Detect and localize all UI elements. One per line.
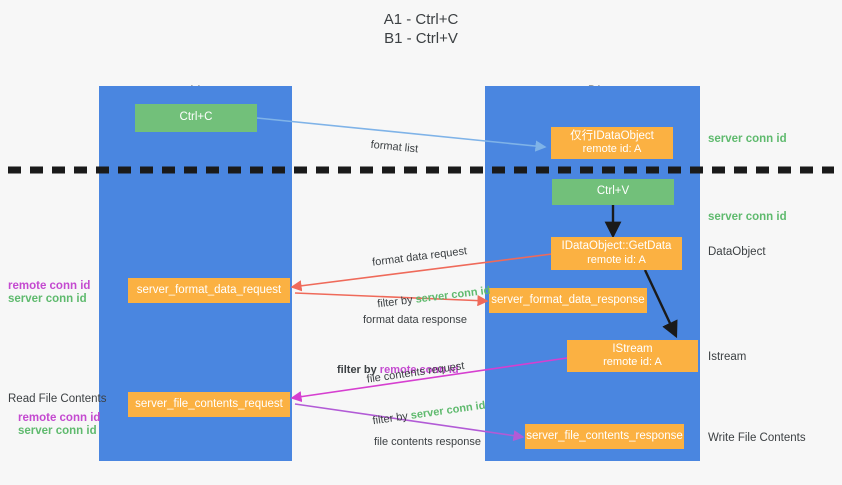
filter-prefix: filter by: [337, 364, 380, 376]
node-server-file-contents-response[interactable]: server_file_contents_response: [525, 424, 684, 449]
right-label-server-conn-id-1: server conn id: [708, 133, 787, 145]
edge-label-file-contents-response-line1: file contents response: [374, 436, 482, 448]
node-server-file-contents-request-label: server_file_contents_request: [135, 397, 283, 410]
node-istream-line2: remote id: A: [603, 356, 662, 368]
node-istream-line1: IStream: [612, 342, 653, 355]
node-server-format-data-request-label: server_format_data_request: [136, 283, 282, 296]
node-getdata-line2: remote id: A: [587, 253, 646, 266]
title-line-1: A1 - Ctrl+C: [383, 11, 459, 28]
node-getdata-line1: IDataObject::GetData: [561, 240, 672, 252]
right-label-write-file-contents: Write File Contents: [708, 432, 806, 444]
title-line-2: B1 - Ctrl+V: [384, 30, 458, 47]
node-server-file-contents-response-label: server_file_contents_response: [526, 429, 683, 442]
node-idataobject[interactable]: 仅行IDataObject remote id: A: [551, 127, 673, 159]
right-label-istream: Istream: [708, 351, 747, 363]
edge-label-file-contents-response: file contents response filter by remote …: [344, 407, 481, 485]
node-ctrl-c[interactable]: Ctrl+C: [135, 104, 257, 132]
left-label-server-conn-id-2: server conn id: [18, 425, 97, 437]
node-idataobject-line2: remote id: A: [582, 143, 642, 155]
node-ctrl-v-label: Ctrl+V: [596, 185, 630, 198]
node-ctrl-v[interactable]: Ctrl+V: [552, 179, 674, 205]
edge-label-format-data-response: format data response filter by remote co…: [337, 285, 467, 405]
node-server-format-data-request[interactable]: server_format_data_request: [128, 278, 290, 303]
edge-label-format-data-response-line2: filter by remote conn id: [337, 363, 467, 377]
node-ctrl-c-label: Ctrl+C: [179, 111, 213, 124]
left-label-read-file-contents: Read File Contents: [8, 393, 107, 405]
node-istream[interactable]: IStream remote id: A: [567, 340, 698, 372]
edge-label-format-list-text: format list: [370, 138, 419, 156]
right-label-dataobject: DataObject: [708, 246, 766, 258]
right-label-server-conn-id-2: server conn id: [708, 211, 787, 223]
node-server-format-data-response[interactable]: server_format_data_response: [489, 288, 647, 313]
edge-label-format-data-request-line1: format data request: [371, 245, 468, 269]
left-label-remote-conn-id-1: remote conn id: [8, 280, 91, 292]
edge-label-file-contents-request-line1: file contents request: [366, 360, 466, 386]
node-getdata[interactable]: IDataObject::GetData remote id: A: [551, 237, 682, 270]
edge-label-format-list: format list: [367, 110, 421, 184]
left-label-server-conn-id-1: server conn id: [8, 293, 87, 305]
node-server-format-data-response-label: server_format_data_response: [491, 293, 645, 306]
page-title: A1 - Ctrl+C B1 - Ctrl+V: [0, 10, 842, 48]
node-server-file-contents-request[interactable]: server_file_contents_request: [128, 392, 290, 417]
edge-label-format-data-response-line1: format data response: [363, 314, 467, 326]
filter-value: remote conn id: [379, 364, 459, 376]
node-idataobject-line1: 仅行IDataObject: [570, 129, 654, 142]
left-label-remote-conn-id-2: remote conn id: [18, 412, 101, 424]
